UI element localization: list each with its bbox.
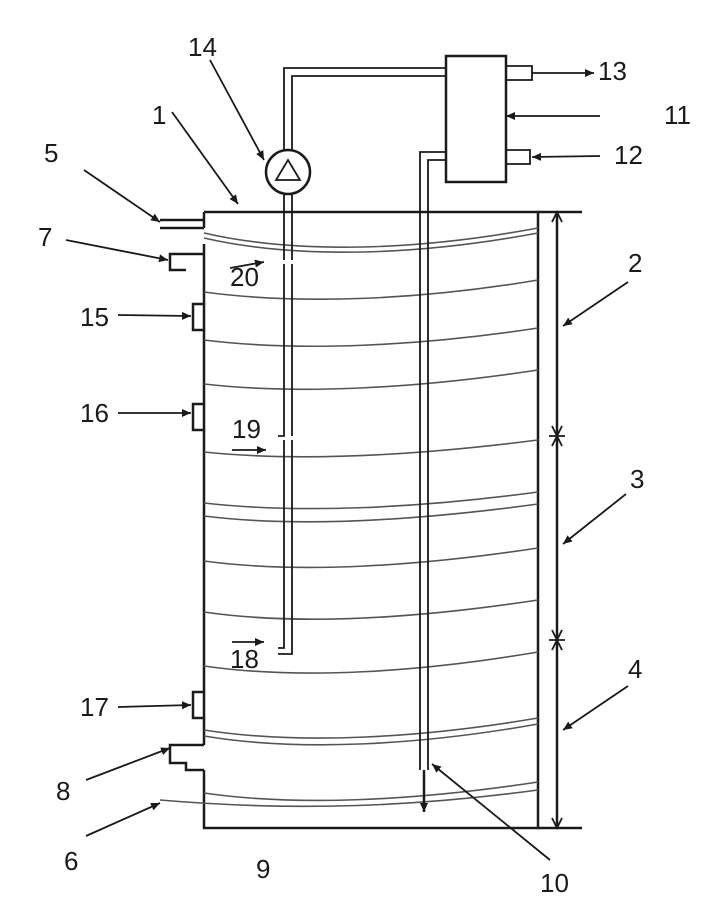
label-17: 17 [80, 692, 109, 722]
label-7: 7 [38, 222, 52, 252]
label-8: 8 [56, 776, 70, 806]
stratification-layers [160, 228, 538, 806]
sensor-17 [193, 692, 204, 718]
label-19: 19 [232, 414, 261, 444]
port-5-pipe [160, 220, 204, 228]
sensor-15 [193, 304, 204, 330]
label-11: 11 [664, 100, 691, 130]
pipe-10 [420, 152, 446, 812]
inlet-12 [506, 150, 530, 164]
label-20: 20 [230, 262, 259, 292]
label-4: 4 [628, 654, 642, 684]
label-1: 1 [152, 100, 166, 130]
connector-8 [170, 745, 204, 770]
label-16: 16 [80, 398, 109, 428]
label-15: 15 [80, 302, 109, 332]
label-3: 3 [630, 464, 644, 494]
label-13: 13 [598, 56, 627, 86]
pump-14 [266, 150, 310, 194]
label-12: 12 [614, 140, 643, 170]
label-5: 5 [44, 138, 58, 168]
outlet-13 [506, 66, 532, 80]
leader-arrows [66, 60, 628, 860]
sensor-16 [193, 404, 204, 430]
label-10: 10 [540, 868, 569, 898]
connector-7 [170, 244, 204, 270]
label-6: 6 [64, 846, 78, 876]
label-14: 14 [188, 32, 217, 62]
dimension-line [549, 212, 565, 828]
label-18: 18 [230, 644, 259, 674]
label-9: 9 [256, 854, 270, 884]
heat-exchanger-11 [446, 56, 506, 182]
label-2: 2 [628, 248, 642, 278]
